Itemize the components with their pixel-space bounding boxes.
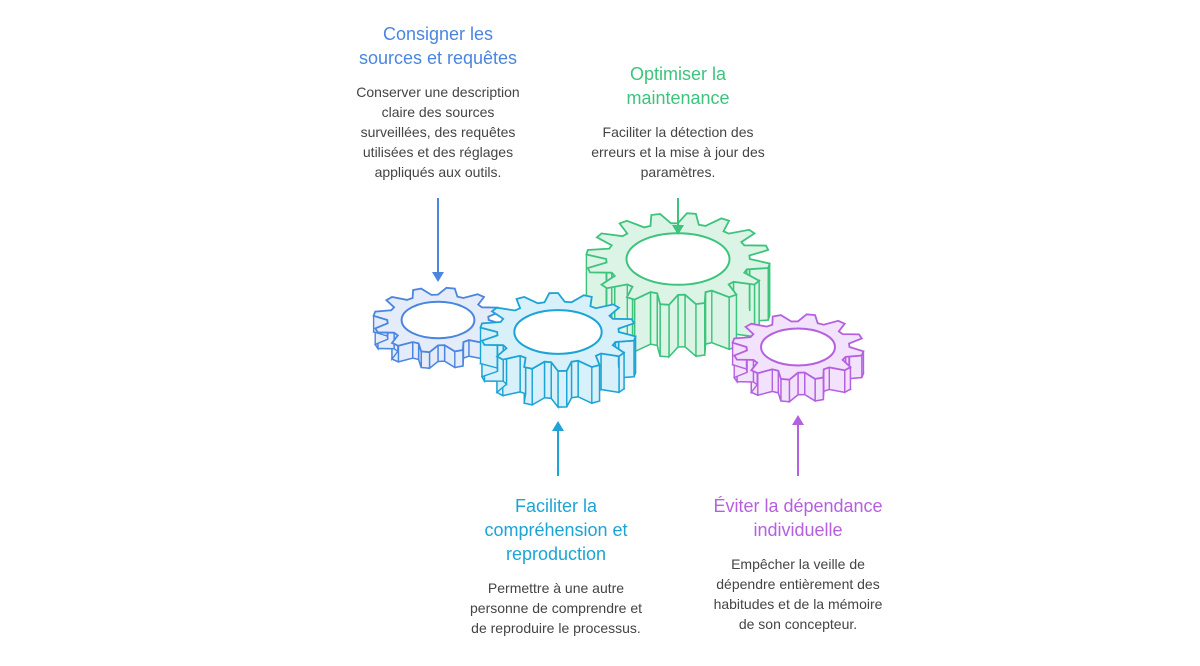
step-consigner: Consigner les sources et requêtes Conser… bbox=[338, 22, 538, 182]
step-consigner-description: Conserver une description claire des sou… bbox=[356, 84, 520, 180]
step-optimiser-description: Faciliter la détection des erreurs et la… bbox=[591, 124, 765, 180]
gear-purple-icon bbox=[731, 313, 865, 404]
step-faciliter-description: Permettre à une autre personne de compre… bbox=[470, 580, 642, 636]
arrow-blue bbox=[432, 198, 444, 282]
step-optimiser-title: Optimiser la maintenance bbox=[626, 64, 730, 108]
step-eviter: Éviter la dépendance individuelle Empêch… bbox=[686, 494, 910, 634]
arrow-purple bbox=[792, 415, 804, 476]
step-faciliter: Faciliter la compréhension et reproducti… bbox=[446, 494, 666, 638]
arrow-cyan bbox=[552, 421, 564, 476]
step-consigner-title: Consigner les sources et requêtes bbox=[358, 24, 518, 68]
step-optimiser: Optimiser la maintenance Faciliter la dé… bbox=[568, 62, 788, 182]
step-eviter-description: Empêcher la veille de dépendre entièreme… bbox=[713, 556, 883, 632]
step-eviter-title: Éviter la dépendance individuelle bbox=[713, 496, 883, 540]
gear-cyan-icon bbox=[479, 292, 637, 410]
arrow-green bbox=[672, 198, 684, 235]
step-faciliter-title: Faciliter la compréhension et reproducti… bbox=[484, 496, 628, 564]
